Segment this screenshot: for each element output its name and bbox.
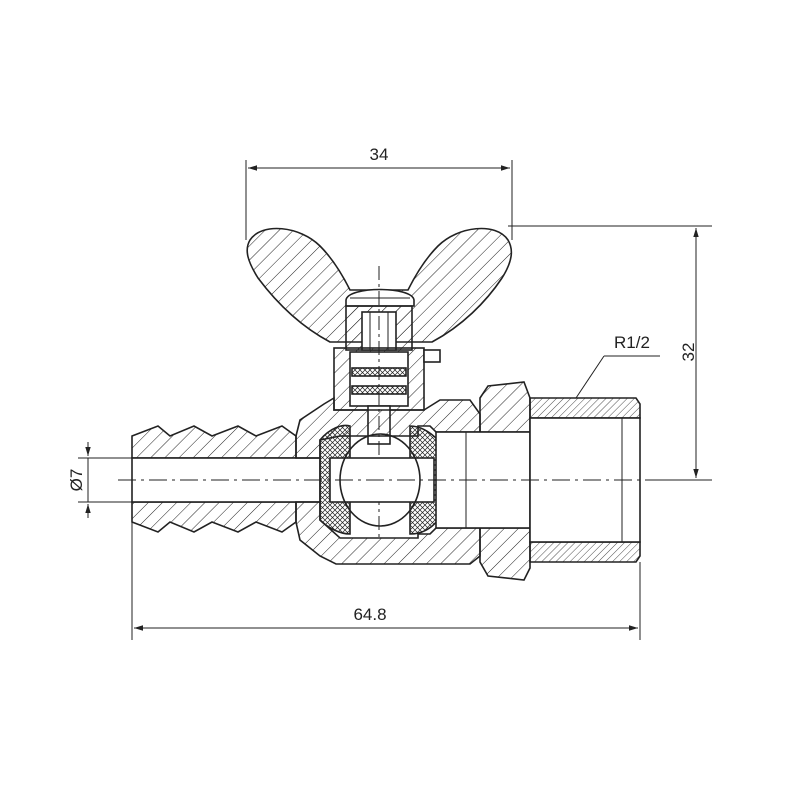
dimension-overall-length: 64.8 <box>131 522 641 640</box>
dim-32-label: 32 <box>679 343 698 362</box>
thread-callout: R1/2 <box>575 333 660 399</box>
hose-barb <box>131 425 321 533</box>
thread-label: R1/2 <box>614 333 650 352</box>
dimension-overall-height: 32 <box>508 225 712 481</box>
dim-diameter-label: Ø7 <box>67 469 86 492</box>
dim-64-8-label: 64.8 <box>353 605 386 624</box>
butterfly-handle <box>246 227 513 343</box>
dimension-hose-diameter: Ø7 <box>67 442 132 518</box>
dimension-handle-width: 34 <box>245 145 513 240</box>
dim-34-label: 34 <box>370 145 389 164</box>
